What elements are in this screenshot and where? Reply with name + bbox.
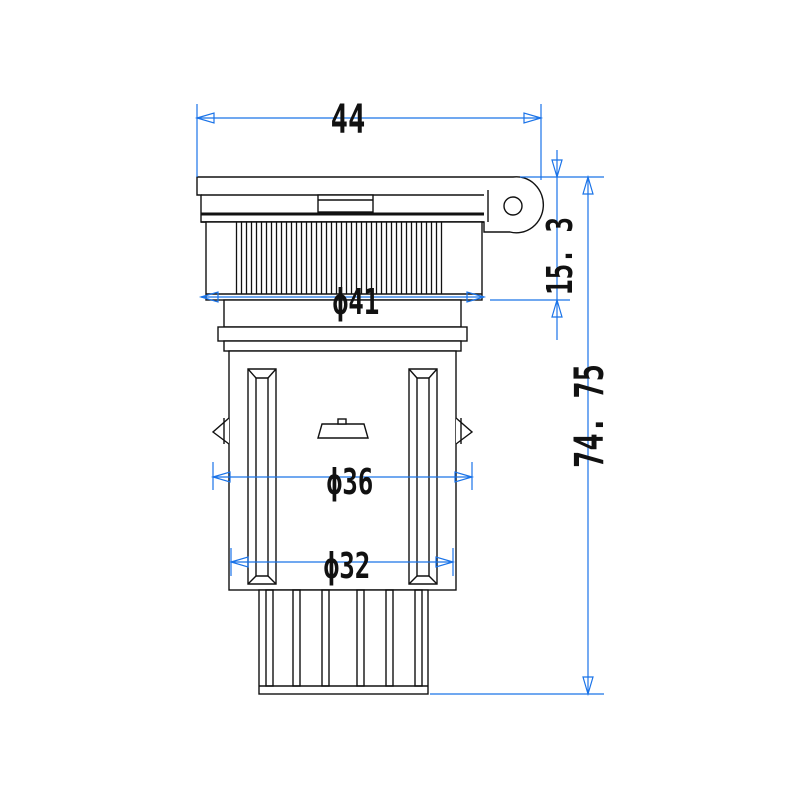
main-body [228, 350, 457, 591]
dimension-lines [194, 104, 604, 697]
dim-cap-height: 15. 3 [540, 217, 581, 295]
hinge-hole [503, 196, 523, 216]
bottom-fins [258, 589, 429, 695]
ribbed-grip [205, 221, 483, 301]
dim-diameter-32: ϕ32 [324, 546, 371, 587]
dim-diameter-41: ϕ41 [333, 282, 380, 323]
dim-overall-height: 74. 75 [567, 364, 613, 468]
part-outline [196, 176, 545, 695]
dim-diameter-36: ϕ36 [327, 462, 374, 503]
center-button [317, 418, 369, 439]
dim-overall-width: 44 [331, 97, 366, 143]
left-snap-tab [211, 417, 230, 445]
cap-latch [317, 194, 374, 213]
right-snap-tab [455, 417, 474, 445]
